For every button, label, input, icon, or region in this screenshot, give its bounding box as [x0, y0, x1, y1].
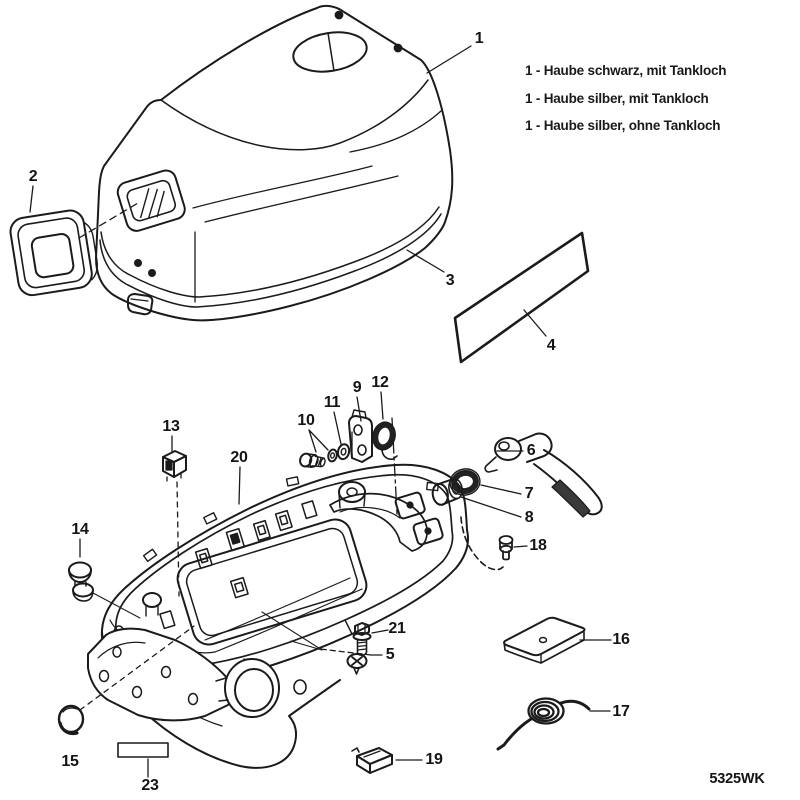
legend-line-3: 1 - Haube silber, ohne Tankloch — [525, 118, 721, 133]
ring-tail — [381, 448, 398, 460]
callout-6: 6 — [526, 442, 536, 459]
callout-5: 5 — [385, 646, 395, 663]
bracket-part-9 — [348, 409, 373, 463]
ring-part-12 — [372, 421, 396, 451]
drawing-code: 5325WK — [709, 771, 765, 787]
bottom-cowl-drawing — [87, 417, 469, 769]
seal-part-2 — [9, 209, 98, 297]
latch-lever-part-6 — [484, 432, 603, 518]
callout-19: 19 — [425, 751, 443, 768]
callout-21: 21 — [388, 620, 406, 637]
legend-line-2: 1 - Haube silber, mit Tankloch — [525, 90, 709, 106]
clip-part-18 — [498, 535, 514, 561]
label-part-23 — [117, 742, 169, 758]
callout-12: 12 — [371, 374, 389, 391]
callout-11: 11 — [323, 394, 341, 411]
callout-8: 8 — [524, 509, 534, 526]
callout-18: 18 — [529, 537, 547, 554]
callout-15: 15 — [61, 753, 79, 770]
callout-1: 1 — [474, 30, 484, 47]
legend: 1 - Haube schwarz, mit Tankloch 1 - Haub… — [525, 63, 727, 146]
clip-18-wire — [460, 516, 504, 571]
leader-lines — [29, 45, 612, 778]
seal-ring-part-7 — [449, 468, 481, 496]
handle-recess — [116, 169, 186, 232]
clip-part-13 — [162, 450, 187, 482]
callout-9: 9 — [352, 379, 362, 396]
callout-10: 10 — [297, 412, 315, 429]
decal-part-4 — [453, 231, 590, 364]
cap-part-15 — [57, 704, 85, 736]
callout-20: 20 — [230, 449, 248, 466]
screw-part-10 — [299, 452, 326, 469]
callout-7: 7 — [524, 485, 534, 502]
screw-part-5 — [346, 653, 368, 675]
callout-4: 4 — [546, 337, 556, 354]
callout-3: 3 — [445, 272, 455, 289]
callout-14: 14 — [71, 521, 89, 538]
washers-part-11 — [327, 443, 351, 463]
bolt-part-21 — [352, 622, 372, 656]
callout-23: 23 — [141, 777, 159, 794]
top-cowl-drawing — [95, 4, 454, 322]
legend-line-1: 1 - Haube schwarz, mit Tankloch — [525, 63, 727, 78]
callout-13: 13 — [162, 418, 180, 435]
tray-clips — [194, 500, 318, 599]
callout-17: 17 — [612, 703, 630, 720]
pad-part-16 — [503, 616, 586, 664]
grommet-part-14 — [68, 561, 94, 602]
catch-part-19 — [351, 747, 393, 774]
bushing-part-8 — [431, 477, 463, 506]
callout-16: 16 — [612, 631, 630, 648]
spring-part-17 — [496, 697, 591, 751]
callout-2: 2 — [28, 168, 38, 185]
